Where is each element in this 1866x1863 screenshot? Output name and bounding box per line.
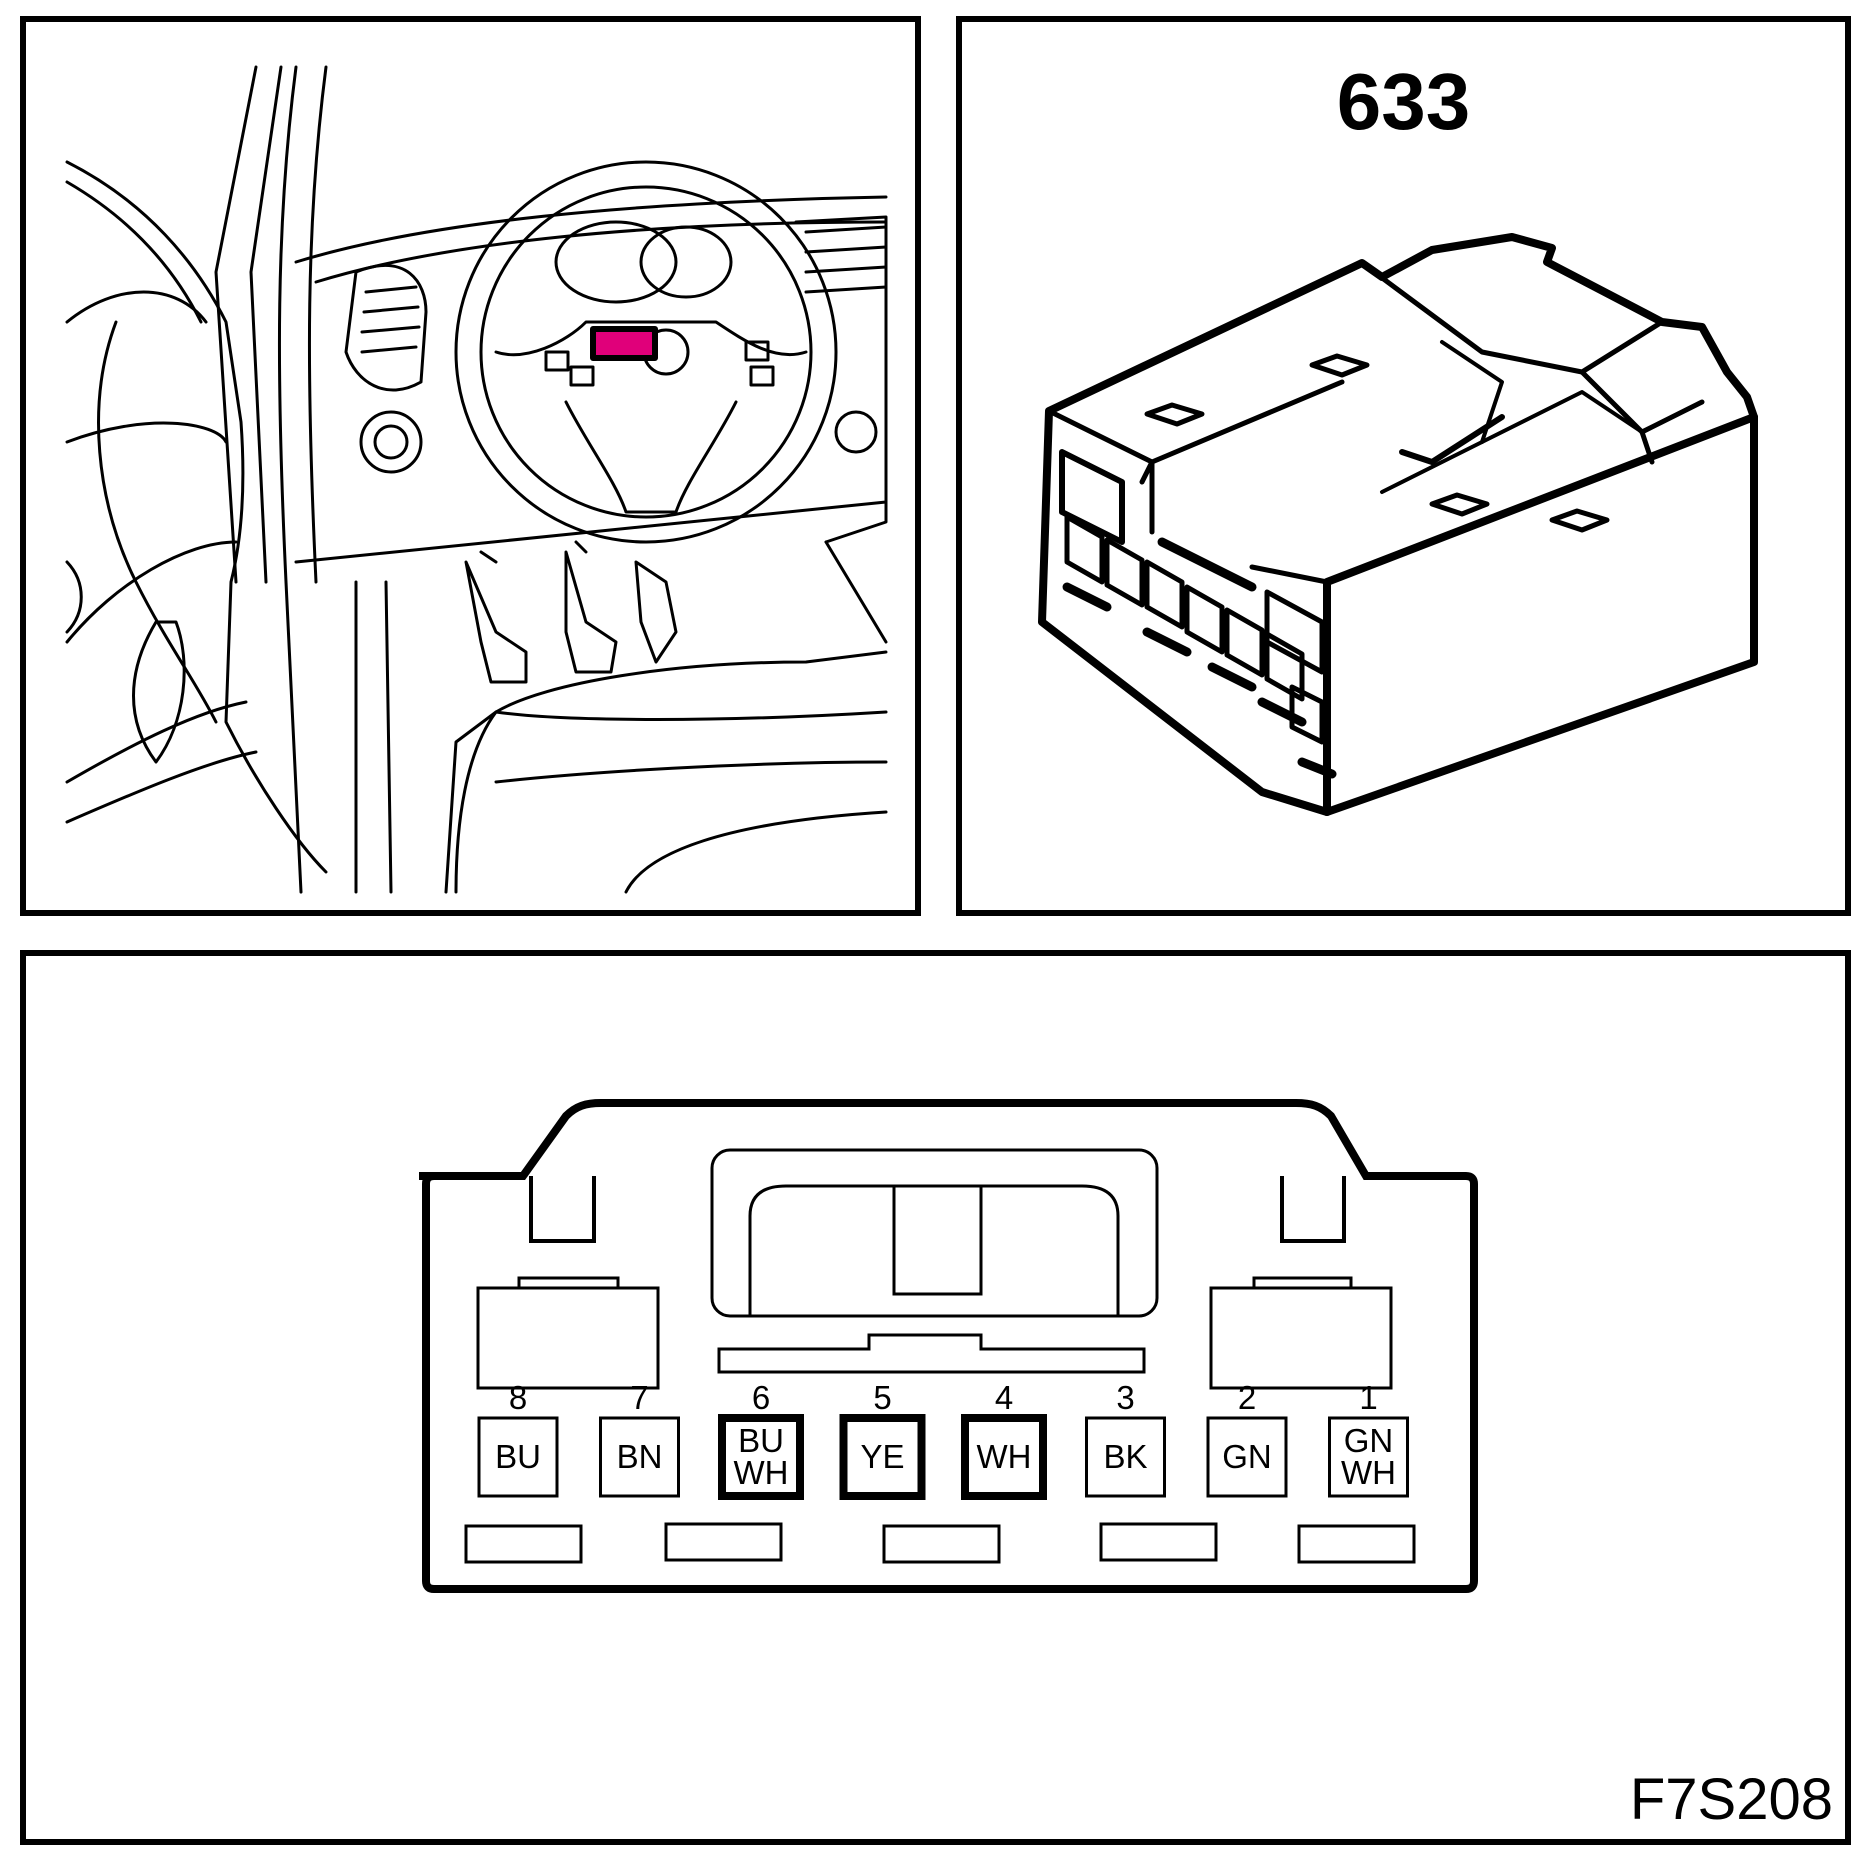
pin-cavity [1085, 1416, 1166, 1498]
pin-5: 5YE [839, 1379, 926, 1500]
pin-number: 6 [752, 1379, 770, 1416]
connector-location-highlight [590, 326, 658, 361]
connector-3d-panel: 633 [956, 16, 1851, 916]
connector-3d-illustration [1038, 233, 1758, 816]
pin-number: 4 [995, 1379, 1013, 1416]
pin-number: 8 [509, 1379, 527, 1416]
location-view-panel [20, 16, 921, 916]
pin-wire-color: BN [617, 1438, 663, 1475]
pin-wire-color: WH [977, 1438, 1032, 1475]
connector-id-label: 633 [1336, 57, 1471, 146]
pin-number: 5 [873, 1379, 891, 1416]
pin-7: 7BN [599, 1379, 680, 1498]
pin-cavity [477, 1416, 559, 1498]
pin-cavity-used [961, 1414, 1047, 1500]
figure-code: F7S208 [1629, 1767, 1833, 1832]
pin-4: 4WH [961, 1379, 1047, 1500]
pin-wire-color: BU [738, 1422, 784, 1459]
pin-8: 8BU [477, 1379, 559, 1498]
pin-cavity [599, 1416, 680, 1498]
pin-wire-color: WH [734, 1454, 789, 1491]
pin-2: 2GN [1206, 1379, 1288, 1498]
pin-number: 1 [1359, 1379, 1377, 1416]
pin-cavity-used [839, 1414, 926, 1500]
pin-wire-color: BK [1103, 1438, 1147, 1475]
pin-number: 3 [1116, 1379, 1134, 1416]
pin-cavity-used [718, 1414, 804, 1500]
pin-wire-color: GN [1222, 1438, 1272, 1475]
pin-3: 3BK [1085, 1379, 1166, 1498]
pin-wire-color: YE [860, 1438, 904, 1475]
pin-wire-color: WH [1341, 1454, 1396, 1491]
pin-cavity [1328, 1416, 1409, 1498]
dashboard-illustration [65, 65, 888, 894]
pin-wire-color: GN [1344, 1422, 1394, 1459]
pin-number: 7 [630, 1379, 648, 1416]
pin-wire-color: BU [495, 1438, 541, 1475]
pin-number: 2 [1238, 1379, 1256, 1416]
pin-cavity [1206, 1416, 1288, 1498]
